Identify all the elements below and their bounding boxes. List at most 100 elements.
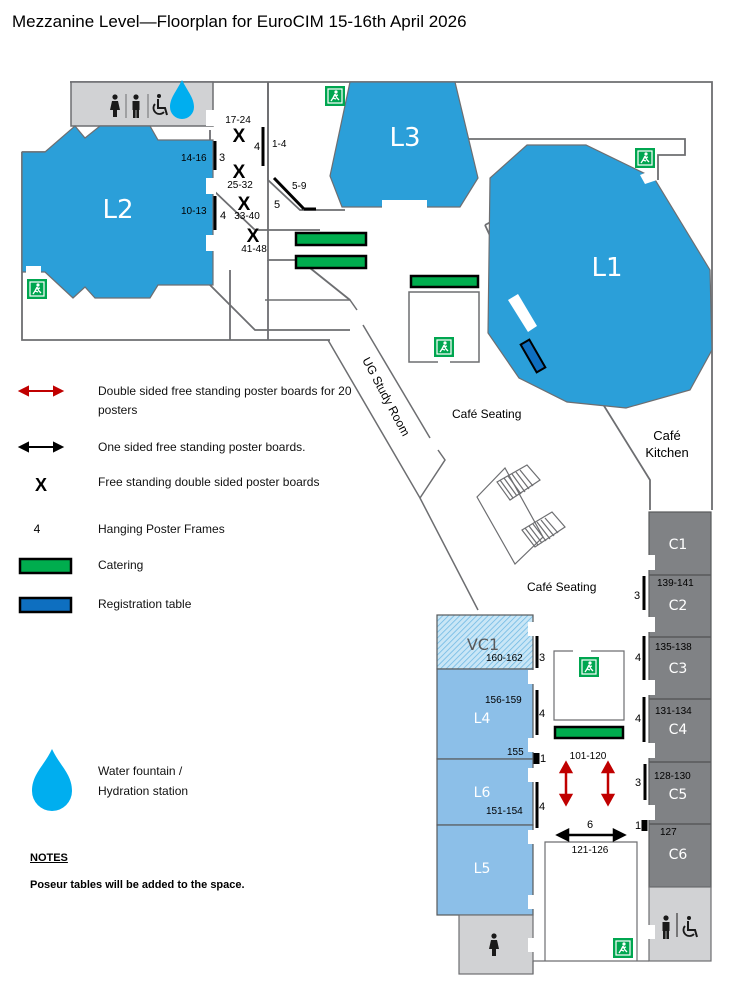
stairs-lower	[521, 511, 566, 548]
water-fountain-icon	[170, 80, 194, 119]
small-rooms-block	[436, 622, 540, 916]
legend-frame-text: Hanging Poster Frames	[98, 522, 225, 536]
legend-water-fountain-icon	[32, 749, 72, 811]
legend-water-text-2: Hydration station	[98, 784, 189, 798]
bottom-exit-box	[533, 841, 649, 962]
classroom-block	[643, 511, 712, 888]
room-label-C2[interactable]: C2	[669, 598, 688, 614]
notes-heading: NOTES	[30, 852, 68, 864]
exit-sign-icon	[634, 147, 656, 169]
notes-body: Poseur tables will be added to the space…	[30, 879, 245, 891]
poster-range-label: 25-32	[227, 180, 253, 191]
room-label-C5[interactable]: C5	[669, 787, 688, 803]
room-label-C3[interactable]: C3	[669, 661, 688, 677]
catering-table	[294, 254, 368, 270]
poster-range-label: 151-154	[486, 806, 523, 817]
double-sided-board-arrow	[600, 760, 616, 807]
legend-frame-symbol: 4	[34, 522, 41, 536]
page-title: Mezzanine Level—Floorplan for EuroCIM 15…	[12, 12, 467, 31]
room-L2[interactable]: L2	[21, 125, 214, 299]
poster-frame-bars	[213, 127, 648, 831]
freestanding-board-marker: X	[247, 226, 260, 247]
poster-range-label: 127	[660, 827, 677, 838]
room-label-L1: L1	[591, 253, 622, 283]
poster-number-labels: 17-24 25-32 33-40 41-48 1-4 5-9 14-16 10…	[181, 115, 694, 856]
freestanding-board-marker: X	[233, 126, 246, 147]
legend-one-sided-arrow	[17, 441, 65, 453]
poster-range-label: 131-134	[655, 706, 692, 717]
stairs-upper	[496, 464, 541, 501]
room-label-C6[interactable]: C6	[669, 847, 688, 863]
poster-range-label: 17-24	[225, 115, 251, 126]
stairs	[476, 464, 566, 565]
exit-sign-icon	[578, 656, 600, 678]
poster-range-label: 14-16	[181, 153, 207, 164]
room-label-C1[interactable]: C1	[669, 537, 688, 553]
room-L1[interactable]: L1	[487, 144, 713, 409]
freestanding-board-marker: X	[238, 194, 251, 215]
frame-count: 5	[274, 199, 280, 211]
room-label-L2: L2	[102, 195, 133, 225]
poster-range-label: 5-9	[292, 181, 307, 192]
catering-table	[409, 274, 480, 289]
frame-count: 4	[220, 210, 226, 222]
exit-sign-icon	[612, 937, 634, 959]
exit-sign-icon	[324, 85, 346, 107]
one-sided-board-arrow	[555, 827, 627, 843]
poster-range-label: 160-162	[486, 653, 523, 664]
legend-x-text: Free standing double sided poster boards	[98, 475, 320, 489]
legend-water-text-1: Water fountain /	[98, 764, 183, 778]
legend-catering-text: Catering	[98, 558, 144, 572]
toilets-top	[70, 80, 214, 127]
room-label-VC1: VC1	[467, 635, 499, 654]
room-L3[interactable]: L3	[329, 81, 479, 209]
poster-range-label: 156-159	[485, 695, 522, 706]
poster-range-label: 1-4	[272, 139, 287, 150]
frame-count: 3	[634, 590, 640, 602]
catering-table	[294, 231, 368, 247]
poster-range-label: 101-120	[570, 751, 607, 762]
frame-count: 3	[219, 152, 225, 164]
toilet-bottom-left	[458, 914, 540, 975]
stairwell-box	[408, 291, 480, 363]
registration-table	[519, 338, 547, 374]
poster-range-label: 135-138	[655, 642, 692, 653]
poster-range-label: 33-40	[234, 211, 260, 222]
legend-double-sided-arrow	[17, 385, 65, 397]
poster-range-label: 139-141	[657, 578, 694, 589]
cafe-seating-label: Café Seating	[527, 580, 596, 594]
poster-range-label: 155	[507, 747, 524, 758]
cafe-kitchen-label: Kitchen	[645, 445, 688, 460]
poster-range-label: 10-13	[181, 206, 207, 217]
room-label-L4[interactable]: L4	[474, 711, 491, 727]
freestanding-board-marker: X	[233, 162, 246, 183]
room-label-L5[interactable]: L5	[474, 861, 491, 877]
legend-catering-swatch	[18, 557, 73, 575]
frame-count: 3	[539, 652, 545, 664]
legend-registration-text: Registration table	[98, 597, 192, 611]
poster-range-label: 121-126	[572, 845, 609, 856]
frame-count: 4	[254, 141, 260, 153]
legend-one-sided-text: One sided free standing poster boards.	[98, 440, 306, 454]
room-label-L6[interactable]: L6	[474, 785, 491, 801]
frame-count: 4	[635, 652, 641, 664]
frame-count-labels: 4 5 3 4 3 4 1 4 6 3 4 4 3 1	[219, 141, 641, 832]
catering-table	[553, 725, 625, 740]
ug-study-room-walls	[265, 299, 479, 611]
exit-sign-icon	[26, 278, 48, 300]
room-label-C4[interactable]: C4	[669, 722, 688, 738]
legend-double-sided-text: Double sided free standing poster boards…	[98, 384, 352, 417]
frame-count: 4	[635, 713, 641, 725]
frame-count: 1	[540, 753, 546, 765]
frame-count: 4	[539, 801, 545, 813]
room-VC1[interactable]: VC1	[436, 614, 534, 670]
frame-count: 1	[635, 820, 641, 832]
poster-range-label: 128-130	[654, 771, 691, 782]
double-sided-board-arrow	[558, 760, 574, 807]
legend-x-symbol: X	[35, 475, 47, 495]
frame-count: 6	[587, 819, 593, 831]
toilets-bottom-right	[643, 886, 712, 962]
cafe-seating-label: Café Seating	[452, 407, 521, 421]
room-label-L3: L3	[389, 123, 420, 153]
